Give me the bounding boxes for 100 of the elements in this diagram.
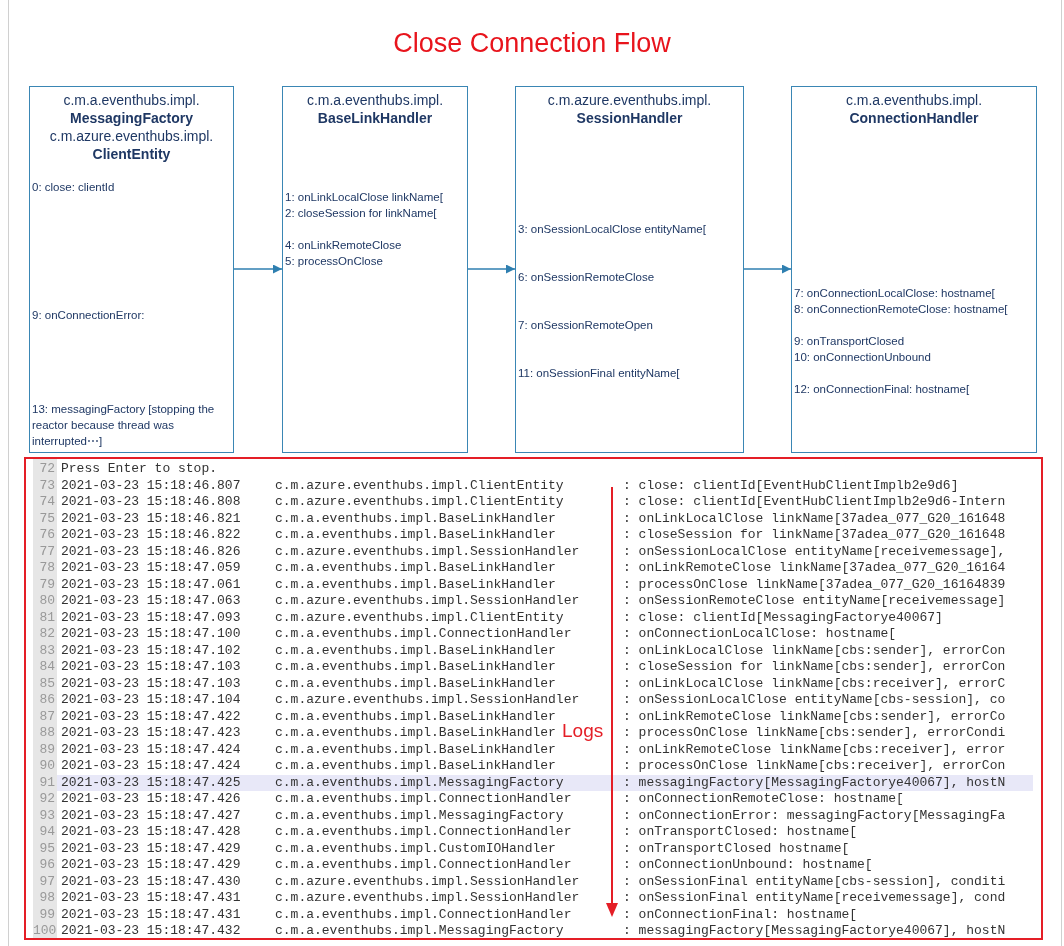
log-timestamp: Press Enter to stop. xyxy=(61,461,218,477)
line-number: 72 xyxy=(38,461,55,477)
method-call: 7: onConnectionLocalClose: hostname[ xyxy=(794,286,996,301)
logger-name: c.m.a.eventhubs.impl.MessagingFactory xyxy=(275,807,564,824)
logger-name: c.m.azure.eventhubs.impl.SessionHandler xyxy=(275,543,580,560)
method-call: 12: onConnectionFinal: hostname[ xyxy=(794,382,971,397)
logger-name: c.m.a.eventhubs.impl.MessagingFactory xyxy=(275,774,564,791)
log-message: : onSessionFinal entityName[receivemessage], cond xyxy=(623,890,1006,906)
logger-name: c.m.a.eventhubs.impl.BaseLinkHandler xyxy=(275,758,556,774)
class-name: SessionHandler xyxy=(575,109,684,127)
log-message: : onConnectionRemoteClose: hostname[ xyxy=(623,791,904,807)
class-name: ClientEntity xyxy=(91,145,172,163)
class-name: MessagingFactory xyxy=(69,109,194,127)
line-number: 80 xyxy=(38,593,55,609)
logger-name: c.m.azure.eventhubs.impl.SessionHandler xyxy=(275,593,580,609)
line-number: 76 xyxy=(38,527,55,543)
log-message: : onLinkRemoteClose linkName[cbs:receiver], error xyxy=(623,741,1006,758)
logger-name: c.m.a.eventhubs.impl.ConnectionHandler xyxy=(275,791,572,807)
log-timestamp: 2021-03-23 15:18:47.059 xyxy=(61,560,241,576)
log-timestamp: 2021-03-23 15:18:47.429 xyxy=(61,857,241,873)
log-message: : messagingFactory[MessagingFactorye40067], hostN xyxy=(623,923,1006,938)
log-message: : onTransportClosed hostname[ xyxy=(623,840,850,857)
logger-name: c.m.a.eventhubs.impl.BaseLinkHandler xyxy=(275,576,556,593)
logger-name: c.m.a.eventhubs.impl.ConnectionHandler xyxy=(275,906,572,923)
method-call: 1: onLinkLocalClose linkName[ xyxy=(285,190,444,205)
class-name: BaseLinkHandler xyxy=(316,109,434,127)
log-message: : onConnectionUnbound: hostname[ xyxy=(623,857,873,873)
logger-name: c.m.a.eventhubs.impl.BaseLinkHandler xyxy=(275,725,556,741)
log-message: : onLinkLocalClose linkName[37adea_077_G20_161648 xyxy=(623,510,1006,527)
method-call: 11: onSessionFinal entityName[ xyxy=(518,366,681,381)
method-call: 9: onConnectionError: xyxy=(32,308,146,323)
line-number: 79 xyxy=(38,576,55,593)
class-box xyxy=(29,86,234,453)
method-call: 8: onConnectionRemoteClose: hostname[ xyxy=(794,302,1009,317)
log-timestamp: 2021-03-23 15:18:47.063 xyxy=(61,593,241,609)
log-message: : onLinkLocalClose linkName[cbs:sender], errorCon xyxy=(623,642,1006,659)
logger-name: c.m.azure.eventhubs.impl.ClientEntity xyxy=(275,477,564,494)
log-timestamp: 2021-03-23 15:18:47.431 xyxy=(61,906,241,923)
log-message: : close: clientId[MessagingFactorye40067] xyxy=(623,609,943,626)
class-box xyxy=(791,86,1037,453)
line-number: 85 xyxy=(38,675,55,692)
log-timestamp: 2021-03-23 15:18:47.061 xyxy=(61,576,241,593)
line-number: 97 xyxy=(38,873,55,890)
line-number: 75 xyxy=(38,510,55,527)
logger-name: c.m.a.eventhubs.impl.BaseLinkHandler xyxy=(275,741,556,758)
log-timestamp: 2021-03-23 15:18:46.821 xyxy=(61,510,241,527)
panel-label: Logs xyxy=(562,721,604,741)
log-message: : onLinkLocalClose linkName[cbs:receiver], errorC xyxy=(623,675,1006,692)
logger-name: c.m.a.eventhubs.impl.BaseLinkHandler xyxy=(275,675,556,692)
log-timestamp: 2021-03-23 15:18:47.424 xyxy=(61,758,241,774)
line-number: 86 xyxy=(38,692,55,708)
line-number: 91 xyxy=(38,774,55,791)
log-message: : close: clientId[EventHubClientImplb2e9d6] xyxy=(623,477,959,494)
arrow xyxy=(233,264,283,274)
line-number: 90 xyxy=(38,758,55,774)
logger-name: c.m.azure.eventhubs.impl.ClientEntity xyxy=(275,609,564,626)
method-call: 3: onSessionLocalClose entityName[ xyxy=(518,222,707,237)
logger-name: c.m.azure.eventhubs.impl.SessionHandler xyxy=(275,873,580,890)
package-name: c.m.azure.eventhubs.impl. xyxy=(546,91,713,109)
logger-name: c.m.a.eventhubs.impl.CustomIOHandler xyxy=(275,840,556,857)
log-timestamp: 2021-03-23 15:18:47.426 xyxy=(61,791,241,807)
line-number: 82 xyxy=(38,626,55,642)
log-message: : onLinkRemoteClose linkName[cbs:sender], errorCo xyxy=(623,708,1006,725)
log-message: : close: clientId[EventHubClientImplb2e9d6-Intern xyxy=(623,494,1006,510)
log-message: : onLinkRemoteClose linkName[37adea_077_G20_16164 xyxy=(623,560,1006,576)
log-message: : closeSession for linkName[cbs:sender], errorCon xyxy=(623,659,1006,675)
class-name: ConnectionHandler xyxy=(848,109,980,127)
line-number: 96 xyxy=(38,857,55,873)
diagram-title: Close Connection Flow xyxy=(392,28,672,59)
logger-name: c.m.a.eventhubs.impl.BaseLinkHandler xyxy=(275,659,556,675)
log-message: : onConnectionLocalClose: hostname[ xyxy=(623,626,897,642)
log-message: : processOnClose linkName[cbs:receiver], errorCon xyxy=(623,758,1006,774)
log-message: : onConnectionFinal: hostname[ xyxy=(623,906,858,923)
method-call: 9: onTransportClosed xyxy=(794,334,906,349)
logger-name: c.m.a.eventhubs.impl.MessagingFactory xyxy=(275,923,564,938)
line-number: 89 xyxy=(38,741,55,758)
log-message: : onSessionLocalClose entityName[receivemessage], xyxy=(623,543,1006,560)
log-timestamp: 2021-03-23 15:18:47.100 xyxy=(61,626,241,642)
log-timestamp: 2021-03-23 15:18:47.431 xyxy=(61,890,241,906)
log-timestamp: 2021-03-23 15:18:47.102 xyxy=(61,642,241,659)
method-call: 5: processOnClose xyxy=(285,254,384,269)
log-message: : processOnClose linkName[cbs:sender], errorCondi xyxy=(623,725,1006,741)
logger-name: c.m.a.eventhubs.impl.BaseLinkHandler xyxy=(275,510,556,527)
log-timestamp: 2021-03-23 15:18:47.103 xyxy=(61,675,241,692)
line-number: 87 xyxy=(38,708,55,725)
line-number: 84 xyxy=(38,659,55,675)
logger-name: c.m.a.eventhubs.impl.BaseLinkHandler xyxy=(275,527,556,543)
line-number: 100 xyxy=(33,923,55,938)
log-timestamp: 2021-03-23 15:18:47.423 xyxy=(61,725,241,741)
line-number: 81 xyxy=(38,609,55,626)
logger-name: c.m.a.eventhubs.impl.BaseLinkHandler xyxy=(275,560,556,576)
log-timestamp: 2021-03-23 15:18:47.104 xyxy=(61,692,241,708)
method-call: 6: onSessionRemoteClose xyxy=(518,270,656,285)
log-timestamp: 2021-03-23 15:18:47.103 xyxy=(61,659,241,675)
log-message: : onSessionRemoteClose entityName[receivemessage] xyxy=(623,593,1006,609)
log-timestamp: 2021-03-23 15:18:46.807 xyxy=(61,477,241,494)
log-timestamp: 2021-03-23 15:18:47.427 xyxy=(61,807,241,824)
log-timestamp: 2021-03-23 15:18:46.826 xyxy=(61,543,241,560)
logger-name: c.m.azure.eventhubs.impl.SessionHandler xyxy=(275,890,580,906)
log-timestamp: 2021-03-23 15:18:46.808 xyxy=(61,494,241,510)
